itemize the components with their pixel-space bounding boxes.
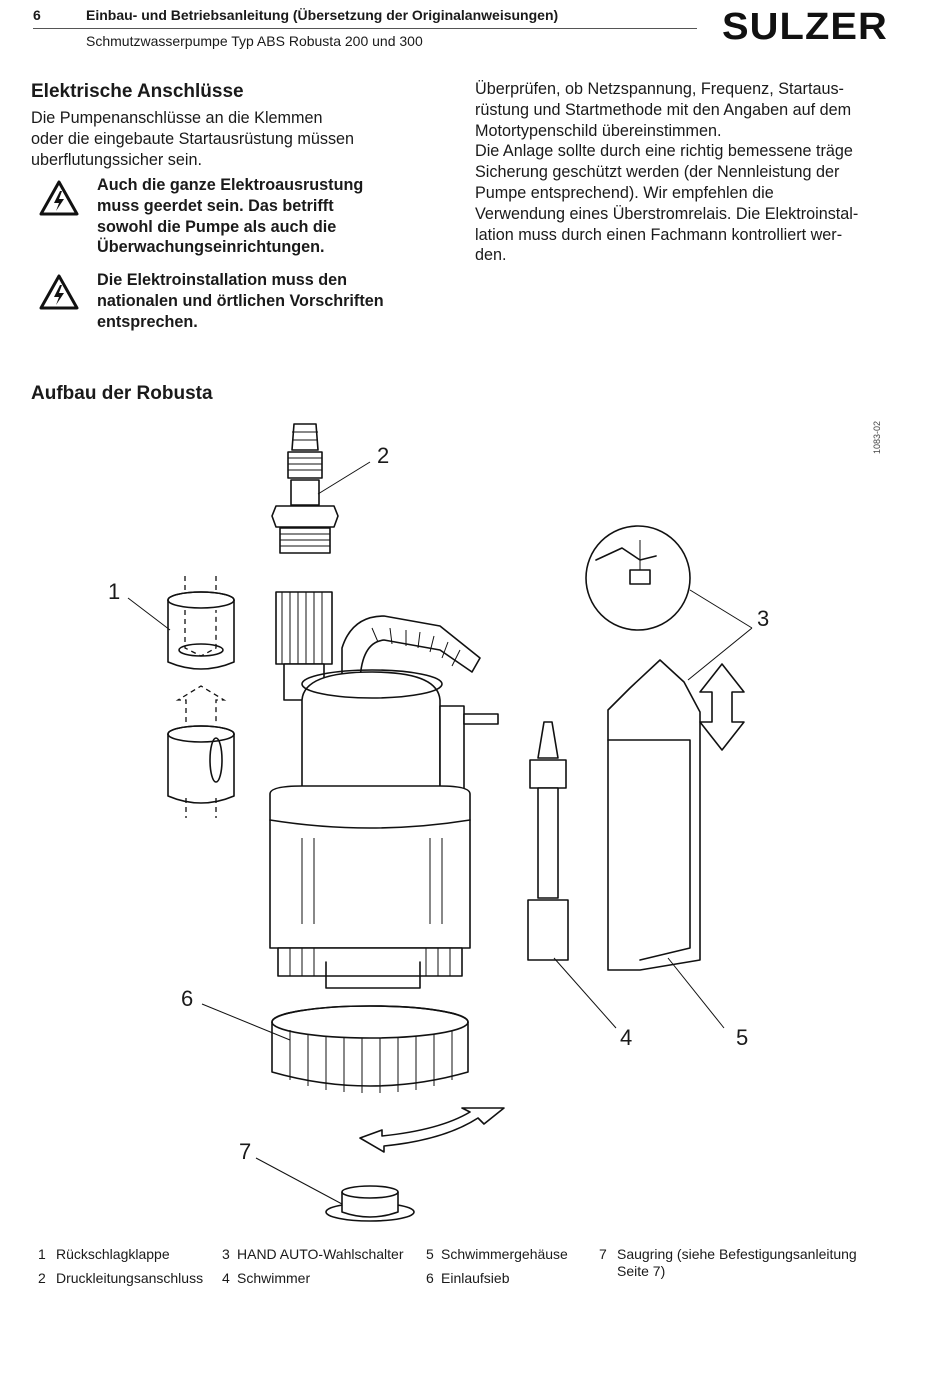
text-line: Auch die ganze Elektroausrustung [97, 176, 364, 194]
warning-regulations: Die Elektroinstallation muss den nationa… [97, 270, 384, 332]
text-line: rüstung und Startmethode mit den Angaben… [475, 100, 852, 119]
electrical-intro: Die Pumpenanschlüsse an die Klemmen oder… [31, 108, 354, 170]
legend-item-2: 2 Druckleitungsanschluss [38, 1270, 203, 1287]
legend-number: 7 [599, 1246, 607, 1262]
suction-ring-part [325, 1185, 415, 1222]
legend-item-7: 7 Saugring (siehe Befestigungsanleitung S… [599, 1246, 857, 1280]
electrical-hazard-icon [39, 274, 79, 310]
legend-item-3: 3 HAND AUTO-Wahlschalter [222, 1246, 403, 1263]
legend-label: Rückschlagklappe [56, 1246, 170, 1262]
legend-number: 1 [38, 1246, 46, 1262]
switch-detail-part [585, 525, 745, 751]
callout-5: 5 [736, 1025, 749, 1050]
legend-label: Schwimmergehäuse [441, 1246, 568, 1262]
text-line: lation muss durch einen Fachmann kontrol… [475, 225, 843, 244]
callout-2: 2 [377, 443, 390, 468]
header-divider [33, 28, 697, 29]
inlet-strainer-part [271, 1005, 469, 1093]
text-line: uberflutungssicher sein. [31, 150, 202, 169]
text-line: Überprüfen, ob Netzspannung, Frequenz, S… [475, 80, 844, 98]
legend-label: Schwimmer [237, 1270, 311, 1286]
legend-label-continued: Seite 7) [617, 1263, 666, 1279]
text-line: muss geerdet sein. Das betrifft [97, 196, 334, 215]
pressure-connection-part [271, 423, 339, 554]
text-line: Die Elektroinstallation muss den [97, 271, 348, 289]
legend-item-6: 6 Einlaufsieb [426, 1270, 510, 1287]
warning-grounding: Auch die ganze Elektroausrustung muss ge… [97, 175, 363, 258]
text-line: den. [475, 246, 507, 265]
section-heading-construction: Aufbau der Robusta [31, 383, 213, 404]
text-line: Überwachungseinrichtungen. [97, 238, 325, 257]
legend-number: 6 [426, 1270, 434, 1286]
document-title: Einbau- und Betriebsanleitung (Übersetzu… [86, 7, 559, 23]
text-line: Pumpe entsprechend). Wir empfehlen die [475, 183, 774, 202]
float-housing-part [607, 659, 701, 971]
legend-item-1: 1 Rückschlagklappe [38, 1246, 170, 1263]
callout-1: 1 [108, 579, 121, 604]
legend-label: Saugring (siehe Befestigungsanleitung [617, 1246, 857, 1262]
callout-7: 7 [239, 1139, 252, 1164]
text-line: entsprechen. [97, 312, 198, 331]
callout-4: 4 [620, 1025, 633, 1050]
legend-number: 4 [222, 1270, 230, 1286]
text-line: Sicherung geschützt werden (der Nennleis… [475, 163, 840, 182]
sulzer-logo: SULZER [722, 6, 888, 48]
text-line: oder die eingebaute Startausrüstung müss… [31, 129, 355, 148]
text-line: Die Anlage sollte durch eine richtig bem… [475, 142, 853, 161]
callout-3: 3 [757, 606, 770, 631]
page-number: 6 [33, 7, 41, 23]
pump-body [269, 591, 499, 989]
callout-6: 6 [181, 986, 194, 1011]
rotation-arrow-icon [359, 1107, 505, 1153]
document-subtitle: Schmutzwasserpumpe Typ ABS Robusta 200 u… [86, 33, 423, 49]
electrical-hazard-icon [39, 180, 79, 216]
section-heading-electrical: Elektrische Anschlüsse [31, 81, 244, 102]
pump-exploded-diagram [127, 423, 753, 1222]
callout-leaders [127, 461, 753, 1205]
legend-number: 2 [38, 1270, 46, 1286]
text-line: Verwendung eines Überstromrelais. Die El… [475, 204, 859, 223]
legend-number: 5 [426, 1246, 434, 1262]
legend-label: Einlaufsieb [441, 1270, 510, 1286]
legend-item-4: 4 Schwimmer [222, 1270, 310, 1287]
text-line: Motortypenschild übereinstimmen. [475, 121, 722, 140]
text-line: Die Pumpenanschlüsse an die Klemmen [31, 109, 323, 127]
non-return-valve-part [167, 576, 235, 818]
electrical-instructions: Überprüfen, ob Netzspannung, Frequenz, S… [475, 79, 858, 266]
legend-item-5: 5 Schwimmergehäuse [426, 1246, 568, 1263]
legend-label: Druckleitungsanschluss [56, 1270, 204, 1286]
text-line: nationalen und örtlichen Vorschriften [97, 291, 384, 310]
text-line: sowohl die Pumpe als auch die [97, 217, 337, 236]
legend-number: 3 [222, 1246, 230, 1262]
float-part [527, 721, 569, 961]
legend-label: HAND AUTO-Wahlschalter [237, 1246, 404, 1262]
